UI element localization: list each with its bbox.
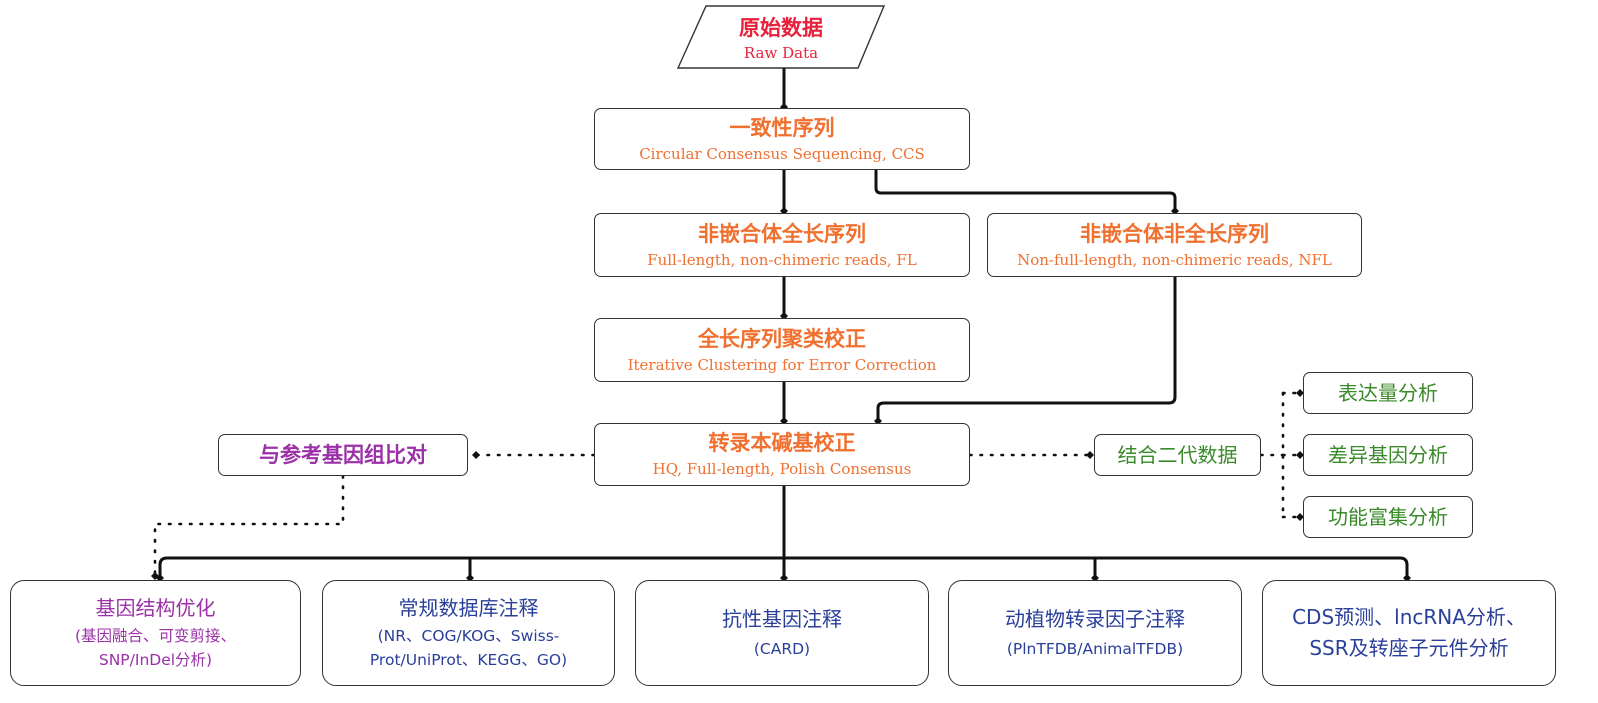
- polish-node: 转录本碱基校正 HQ, Full-length, Polish Consensu…: [594, 423, 970, 486]
- nfl-node: 非嵌合体非全长序列 Non-full-length, non-chimeric …: [987, 213, 1362, 277]
- bottom-node-cds-analysis: CDS预测、lncRNA分析、 SSR及转座子元件分析: [1262, 580, 1556, 686]
- edge-nfl-polish: [874, 277, 1177, 425]
- expression-title: 表达量分析: [1338, 380, 1438, 405]
- ice-subtitle: Iterative Clustering for Error Correctio…: [627, 355, 937, 374]
- cds-analysis-line2: SSR及转座子元件分析: [1309, 636, 1509, 660]
- bottom-node-gene-structure: 基因结构优化 (基因融合、可变剪接、 SNP/InDel分析): [10, 580, 301, 686]
- database-annotation-line2: (NR、COG/KOG、Swiss-: [377, 627, 560, 646]
- edge-ccs-nfl: [874, 170, 1179, 215]
- ccs-title: 一致性序列: [729, 115, 835, 140]
- bottom-node-resistance-annotation: 抗性基因注释 (CARD): [635, 580, 929, 686]
- align-title: 与参考基因组比对: [259, 442, 427, 467]
- fl-title: 非嵌合体全长序列: [698, 221, 866, 246]
- deg-title: 差异基因分析: [1328, 442, 1448, 467]
- cds-analysis-line1: CDS预测、lncRNA分析、: [1292, 605, 1526, 629]
- ccs-node: 一致性序列 Circular Consensus Sequencing, CCS: [594, 108, 970, 170]
- deg-node: 差异基因分析: [1303, 434, 1473, 476]
- bottom-node-database-annotation: 常规数据库注释 (NR、COG/KOG、Swiss- Prot/UniProt、…: [322, 580, 615, 686]
- ngs-title: 结合二代数据: [1117, 442, 1238, 467]
- fl-subtitle: Full-length, non-chimeric reads, FL: [647, 250, 917, 269]
- nfl-subtitle: Non-full-length, non-chimeric reads, NFL: [1017, 250, 1332, 269]
- raw-data-title: 原始数据: [739, 16, 823, 40]
- resistance-annotation-line2: (CARD): [753, 639, 811, 658]
- bottom-node-tf-annotation: 动植物转录因子注释 (PlnTFDB/AnimalTFDB): [948, 580, 1242, 686]
- enrichment-title: 功能富集分析: [1328, 504, 1448, 529]
- gene-structure-line2: (基因融合、可变剪接、: [74, 627, 237, 646]
- polish-title: 转录本碱基校正: [708, 431, 856, 455]
- polish-subtitle: HQ, Full-length, Polish Consensus: [652, 460, 912, 479]
- raw-data-parallelogram: [676, 5, 886, 69]
- align-node: 与参考基因组比对: [218, 434, 468, 476]
- resistance-annotation-title: 抗性基因注释: [722, 606, 842, 631]
- fl-node: 非嵌合体全长序列 Full-length, non-chimeric reads…: [594, 213, 970, 277]
- tf-annotation-line2: (PlnTFDB/AnimalTFDB): [1006, 639, 1184, 658]
- database-annotation-title: 常规数据库注释: [398, 596, 539, 621]
- ngs-node: 结合二代数据: [1094, 434, 1261, 476]
- enrichment-node: 功能富集分析: [1303, 496, 1473, 538]
- database-annotation-line3: Prot/UniProt、KEGG、GO): [369, 650, 568, 669]
- expression-node: 表达量分析: [1303, 372, 1473, 414]
- ice-node: 全长序列聚类校正 Iterative Clustering for Error …: [594, 318, 970, 382]
- tf-annotation-title: 动植物转录因子注释: [1005, 606, 1185, 631]
- ice-title: 全长序列聚类校正: [698, 326, 866, 351]
- nfl-title: 非嵌合体非全长序列: [1080, 221, 1269, 246]
- gene-structure-title: 基因结构优化: [95, 596, 216, 621]
- raw-data-subtitle: Raw Data: [743, 44, 819, 62]
- raw-data-node: 原始数据 Raw Data: [678, 6, 884, 68]
- ccs-subtitle: Circular Consensus Sequencing, CCS: [639, 144, 925, 163]
- edge-align-structure: [151, 474, 345, 580]
- gene-structure-line3: SNP/InDel分析): [98, 650, 213, 669]
